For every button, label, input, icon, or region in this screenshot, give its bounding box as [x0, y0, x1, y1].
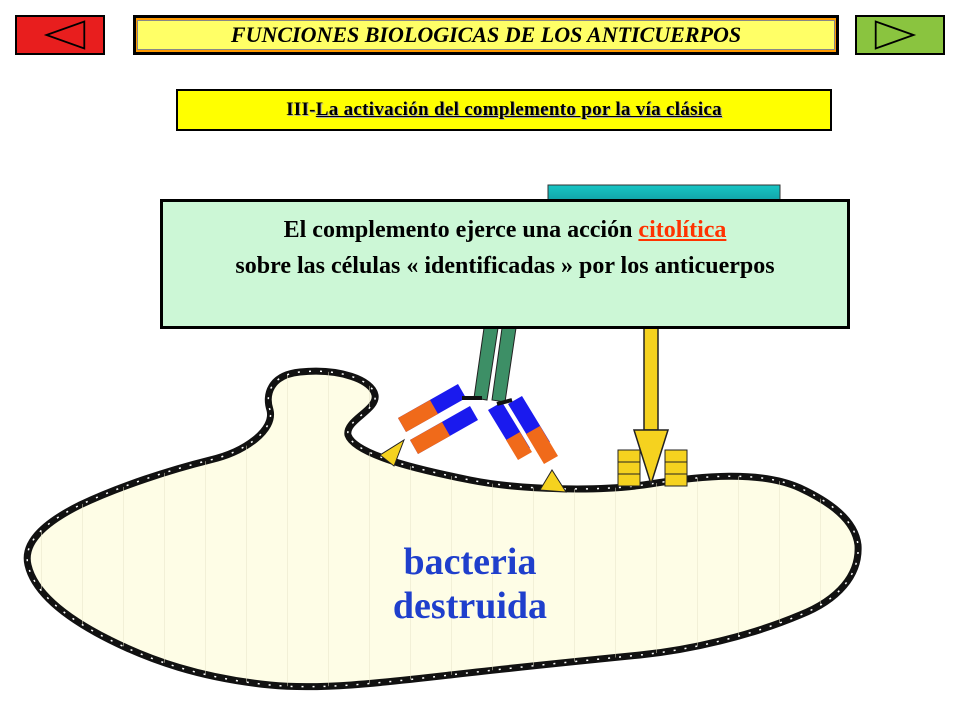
- bacteria-label-line1: bacteria: [403, 541, 537, 583]
- subtitle-prefix: III-: [286, 99, 316, 120]
- right-triangle-icon: [874, 20, 917, 50]
- explanation-note: El complemento ejerce una acción citolít…: [160, 199, 850, 329]
- antigen-triangle-left: [379, 438, 406, 467]
- bacteria-label-line2: destruida: [392, 585, 548, 627]
- note-text-start: El complemento ejerce una acción: [283, 217, 639, 243]
- membrane-attack-arrow: [632, 324, 670, 487]
- page-title: FUNCIONES BIOLOGICAS DE LOS ANTICUERPOS: [230, 22, 742, 47]
- bacterium-cell: [23, 367, 862, 691]
- complement-stem: [473, 327, 517, 403]
- antigen-triangle-right: [539, 469, 567, 493]
- membrane-pore-right: [664, 449, 688, 487]
- note-text-end: sobre las células « identificadas » por …: [235, 253, 775, 279]
- page-title-inner: FUNCIONES BIOLOGICAS DE LOS ANTICUERPOS: [137, 20, 835, 50]
- section-subtitle: La activación del complemento por la vía…: [315, 99, 722, 120]
- antibody-left: [398, 384, 482, 454]
- note-highlight: citolítica: [638, 217, 727, 243]
- bacteria-label: bacteria destruida: [370, 540, 570, 628]
- next-slide-button[interactable]: [855, 15, 945, 55]
- antibody-right: [488, 396, 558, 464]
- previous-slide-button[interactable]: [15, 15, 105, 55]
- page-title-box: FUNCIONES BIOLOGICAS DE LOS ANTICUERPOS: [133, 15, 839, 55]
- section-subtitle-box: III- La activación del complemento por l…: [176, 89, 832, 131]
- membrane-pore-left: [617, 449, 641, 487]
- left-triangle-icon: [43, 20, 86, 50]
